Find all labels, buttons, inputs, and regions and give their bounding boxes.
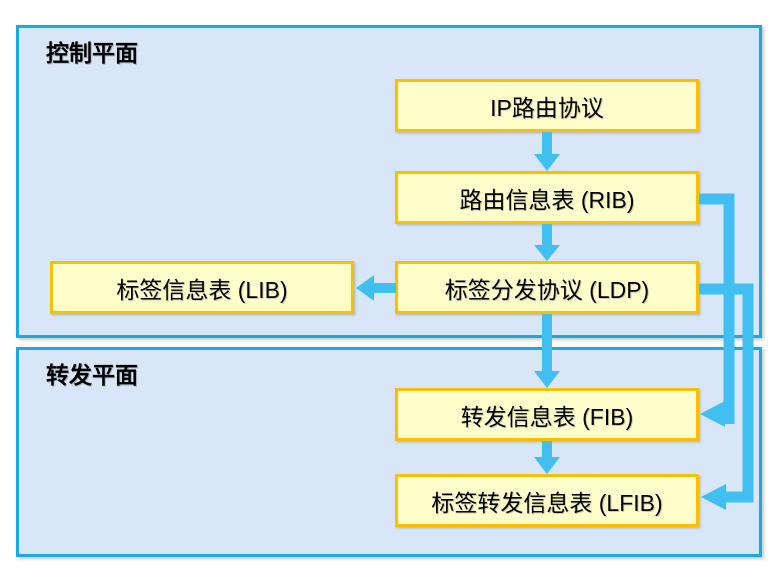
node-ip-routing-protocol: IP路由协议 — [395, 79, 699, 132]
node-ldp: 标签分发协议 (LDP) — [395, 261, 699, 314]
node-fib: 转发信息表 (FIB) — [395, 388, 699, 441]
control-plane-title: 控制平面 — [46, 40, 138, 66]
node-rib: 路由信息表 (RIB) — [395, 171, 699, 224]
node-lib: 标签信息表 (LIB) — [50, 261, 354, 314]
node-lfib: 标签转发信息表 (LFIB) — [395, 474, 699, 527]
forwarding-plane-title: 转发平面 — [46, 362, 138, 388]
